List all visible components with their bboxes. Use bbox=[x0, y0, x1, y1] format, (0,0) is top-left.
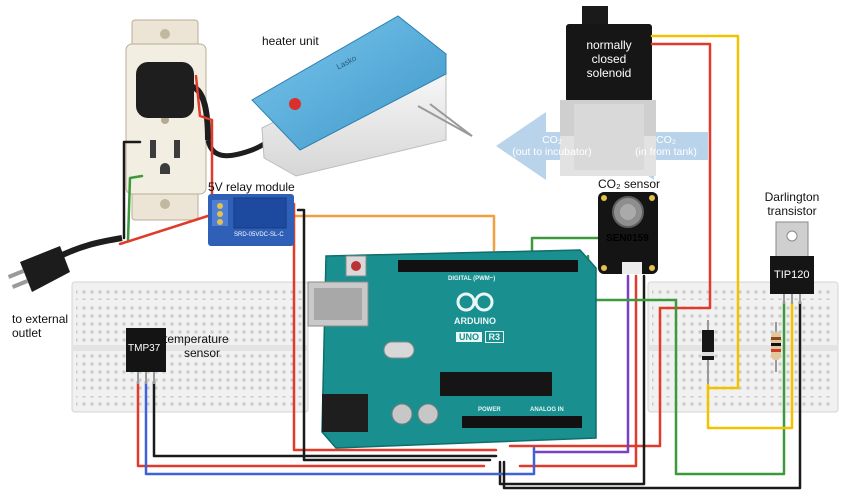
solenoid-label-line3: solenoid bbox=[586, 66, 632, 80]
arduino-brand-label: ARDUINO bbox=[454, 316, 496, 326]
breadboard-left bbox=[71, 281, 309, 413]
relay-part-label: SRD-05VDC-SL-C bbox=[234, 232, 284, 238]
darlington-line2: transistor bbox=[767, 204, 817, 218]
temp-line1: temperature bbox=[164, 332, 229, 346]
arduino-rev: R3 bbox=[484, 331, 505, 343]
tmp37-label: TMP37 bbox=[128, 343, 161, 354]
analog-header-label: ANALOG IN bbox=[530, 407, 564, 413]
co2-in-label: CO₂ (in from tank) bbox=[620, 134, 712, 158]
wall-outlet bbox=[125, 19, 211, 221]
resistor bbox=[771, 322, 781, 372]
co2-sensor-label: CO₂ sensor bbox=[598, 177, 661, 191]
breadboard-right bbox=[647, 281, 839, 413]
co2-in-line1: CO₂ bbox=[656, 134, 676, 146]
solenoid-label: normally closed solenoid bbox=[566, 38, 652, 80]
co2-in-line2: (in from tank) bbox=[635, 146, 697, 158]
arduino-model: UNO bbox=[456, 332, 482, 342]
co2-out-arrow bbox=[496, 112, 604, 180]
sensor-chip-label: SEN0159 bbox=[606, 233, 649, 244]
co2-out-line1: CO₂ bbox=[542, 134, 562, 146]
digital-header-label: DIGITAL (PWM~) bbox=[448, 276, 496, 282]
tip120-transistor bbox=[770, 221, 814, 304]
relay-module bbox=[208, 194, 294, 246]
outlet-label: to external outlet bbox=[12, 312, 68, 340]
co2-out-label: CO₂ (out to incubator) bbox=[496, 134, 608, 158]
outlet-line2: outlet bbox=[12, 326, 42, 340]
power-plug bbox=[7, 235, 123, 292]
outlet-line1: to external bbox=[12, 312, 69, 326]
power-header-label: POWER bbox=[478, 407, 501, 413]
tmp37-sensor bbox=[126, 328, 166, 384]
heater-unit bbox=[251, 15, 473, 177]
solenoid-valve bbox=[560, 6, 656, 176]
darlington-label: Darlington transistor bbox=[752, 190, 832, 218]
solenoid-label-line1: normally bbox=[586, 38, 632, 52]
co2-out-line2: (out to incubator) bbox=[512, 146, 592, 158]
arduino-logo bbox=[456, 292, 494, 312]
relay-label: 5V relay module bbox=[208, 180, 295, 194]
solenoid-label-line2: closed bbox=[591, 52, 627, 66]
temp-line2: sensor bbox=[184, 346, 221, 360]
heater-label: heater unit bbox=[262, 34, 319, 48]
darlington-line1: Darlington bbox=[764, 190, 820, 204]
diode bbox=[702, 320, 714, 384]
tip120-label: TIP120 bbox=[774, 269, 810, 281]
co2-sensor-board bbox=[598, 192, 658, 274]
temperature-sensor-label: temperature sensor bbox=[164, 332, 229, 360]
arduino-uno bbox=[307, 249, 597, 449]
arduino-model-label: UNO R3 bbox=[456, 331, 505, 343]
wiring bbox=[118, 34, 802, 490]
